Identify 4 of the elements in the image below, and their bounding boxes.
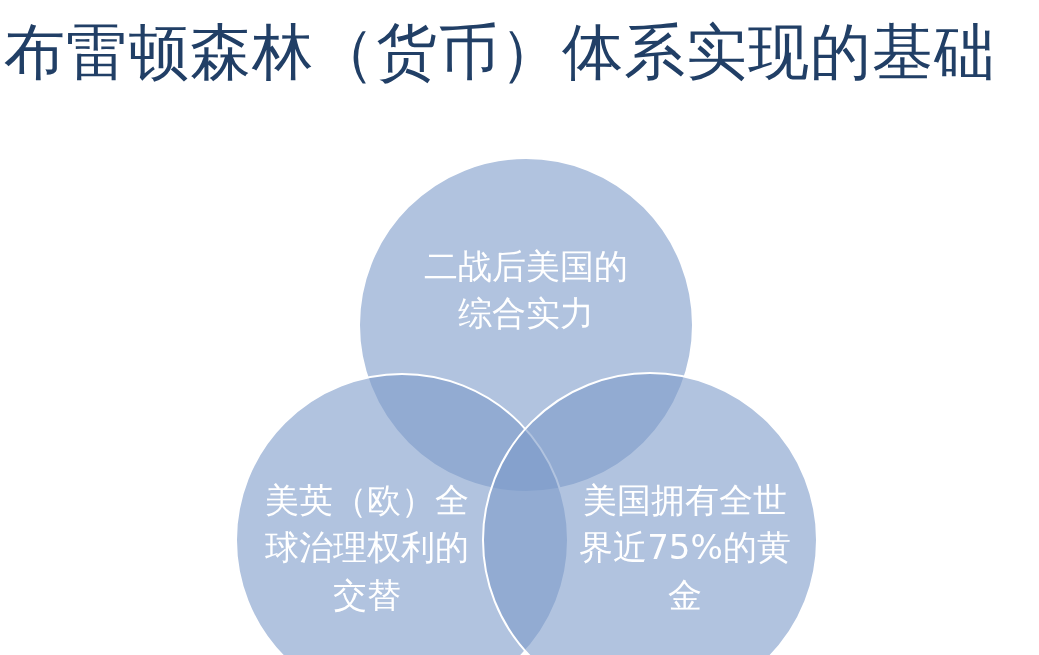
title: 布雷顿森林（货币）体系实现的基础 <box>4 18 996 86</box>
circle-label: 美国拥有全世界近75%的黄金 <box>578 478 792 617</box>
circle-label: 二战后美国的综合实力 <box>423 244 629 336</box>
circle-label: 美英（欧）全球治理权利的交替 <box>264 478 470 617</box>
